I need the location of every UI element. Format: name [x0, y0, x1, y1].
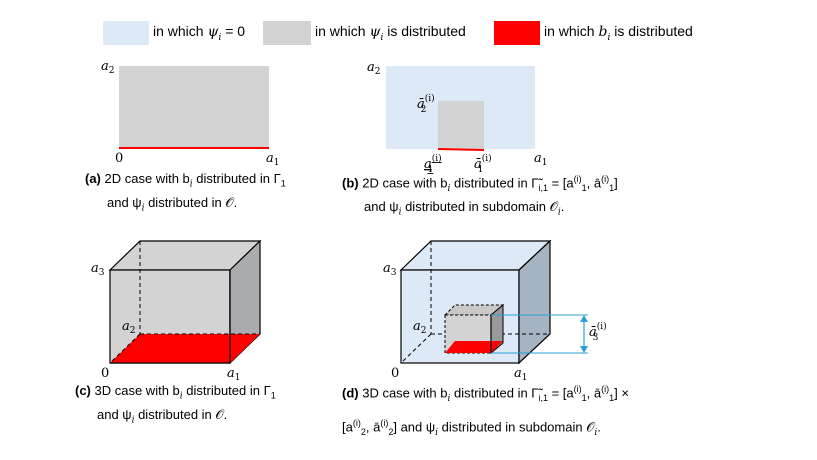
legend-item-psi: in which ψi is distributed — [263, 20, 466, 46]
caption-d: (d) 3D case with bi distributed in Γ̃i,1… — [342, 380, 629, 442]
caption-c: (c) 3D case with bi distributed in Γ1 an… — [75, 382, 276, 429]
panel-b-inner-x1-label: a(i)1 — [424, 153, 442, 175]
panel-a-y-label: a2 — [101, 59, 115, 76]
panel-d-x-label: a1 — [514, 366, 528, 383]
caption-d-line2: [a(i)2, ā(i)2] and ψi distributed in sub… — [342, 417, 601, 438]
caption-a-line2: and ψi distributed in 𝒪. — [107, 194, 238, 214]
caption-d-line1: (d) 3D case with bi distributed in Γ̃i,1… — [342, 384, 629, 404]
panel-c-diagram: a3 a2 0 a1 — [91, 239, 262, 383]
caption-b-line1: (b) 2D case with bi distributed in Γ̃i,1… — [342, 174, 618, 194]
panel-b-diagram: a2 a1 ā(i)2 a(i)1 ā(i)1 — [367, 60, 548, 175]
panel-d-diagram: ā(i)3 a3 a2 0 a1 — [383, 239, 607, 383]
panel-a-psi-region — [119, 66, 269, 148]
panel-d-dim-label: ā(i)3 — [589, 321, 607, 343]
panel-d-z-label: a3 — [383, 261, 397, 278]
panel-c-origin: 0 — [101, 366, 109, 381]
panel-d-side-face — [518, 239, 551, 365]
panel-b-inner-y-label: ā(i)2 — [417, 93, 435, 115]
caption-b-line2: and ψi distributed in subdomain 𝒪i. — [364, 198, 565, 218]
legend-text-psi: in which ψi is distributed — [315, 23, 466, 43]
panel-c-y-label: a2 — [122, 319, 136, 336]
caption-b: (b) 2D case with bi distributed in Γ̃i,1… — [342, 170, 618, 222]
legend-item-b: in which bi is distributed — [494, 20, 693, 46]
panel-b-y-label: a2 — [367, 60, 381, 77]
legend-item-zero: in which ψi = 0 — [103, 20, 245, 46]
legend-text-zero: in which ψi = 0 — [153, 23, 246, 43]
panel-b-inner-x2-label: ā(i)1 — [474, 153, 492, 175]
caption-c-line1: (c) 3D case with bi distributed in Γ1 — [75, 383, 276, 402]
caption-a: (a) 2D case with bi distributed in Γ1 an… — [85, 170, 286, 217]
panel-c-z-label: a3 — [91, 261, 105, 278]
panel-d-y-label: a2 — [413, 319, 427, 336]
panel-b-psi-subdomain — [438, 101, 484, 149]
panel-b-x-label: a1 — [534, 151, 548, 168]
panel-d-b-inner-bottom — [445, 341, 503, 353]
caption-c-line2: and ψi distributed in 𝒪. — [97, 406, 228, 426]
panel-d-dim-arrow-up — [580, 315, 588, 322]
legend-swatch-psi — [263, 21, 311, 45]
panel-a-origin: 0 — [115, 151, 123, 166]
legend-swatch-b — [494, 21, 540, 45]
legend-text-b: in which bi is distributed — [544, 23, 693, 43]
panel-a-x-label: a1 — [266, 151, 280, 168]
panel-d-dim-arrow-down — [580, 346, 588, 353]
caption-a-line1: (a) 2D case with bi distributed in Γ1 — [85, 171, 286, 190]
panel-d-origin: 0 — [391, 366, 399, 381]
legend-swatch-zero — [103, 21, 149, 45]
panel-a-diagram: a2 0 a1 — [101, 59, 280, 168]
panel-c-x-label: a1 — [227, 366, 241, 383]
panel-b-b-boundary — [437, 148, 485, 151]
panel-c-b-bottom-face — [110, 334, 260, 363]
